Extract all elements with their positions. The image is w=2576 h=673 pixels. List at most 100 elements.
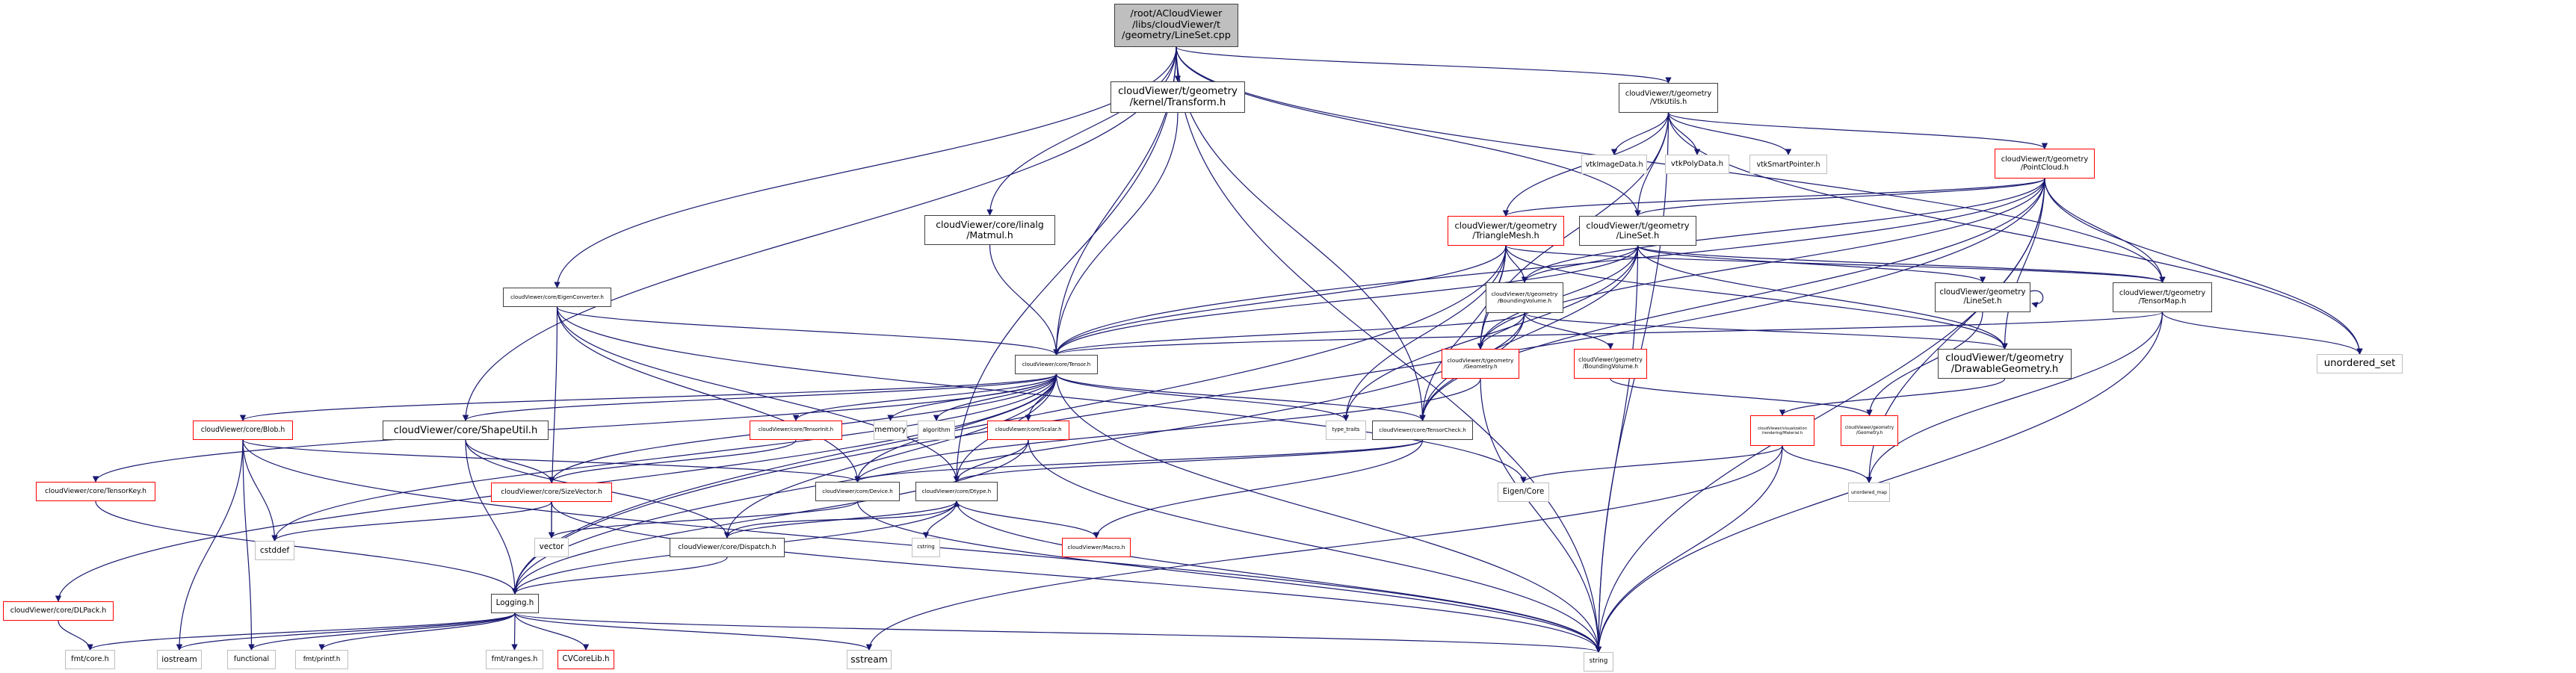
node-label-line: type_traits bbox=[1332, 427, 1360, 433]
node-label-line: unordered_set bbox=[2323, 358, 2396, 370]
edge-tensorinit-to-sizevector bbox=[548, 439, 797, 483]
node-root: /root/ACloudViewer/libs/cloudViewer/t/ge… bbox=[1114, 4, 1238, 47]
node-label-line: vtkImageData.h bbox=[1585, 160, 1643, 169]
node-label-line: /TensorMap.h bbox=[2138, 297, 2187, 306]
edge-scalar-to-dtype bbox=[953, 439, 1029, 483]
node-label-line: vector bbox=[539, 542, 564, 552]
edge-blob-to-functional bbox=[242, 439, 255, 651]
node-tensor[interactable]: cloudViewer/core/Tensor.h bbox=[1015, 355, 1098, 374]
node-dtype[interactable]: cloudViewer/core/Dtype.h bbox=[915, 482, 998, 501]
node-vtkutils[interactable]: cloudViewer/t/geometry/VtkUtils.h bbox=[1619, 83, 1718, 113]
edge-pointcloud-to-unordered_set bbox=[2044, 178, 2363, 355]
node-sizevector[interactable]: cloudViewer/core/SizeVector.h bbox=[491, 483, 612, 502]
node-label-line: cloudViewer/t/geometry bbox=[1625, 89, 1712, 98]
node-fmtprintf: fmt/printf.h bbox=[295, 650, 348, 669]
node-algorithm: algorithm bbox=[918, 421, 955, 440]
node-tensorcheck[interactable]: cloudViewer/core/TensorCheck.h bbox=[1372, 421, 1473, 440]
edge-tensorcheck-to-device bbox=[854, 439, 1424, 483]
node-label-line: /Geometry.h bbox=[1856, 430, 1883, 435]
node-label-line: /TriangleMesh.h bbox=[1472, 230, 1539, 241]
node-label-line: cloudViewer/t/geometry bbox=[2119, 288, 2206, 297]
node-tensormap[interactable]: cloudViewer/t/geometry/TensorMap.h bbox=[2113, 282, 2212, 312]
edge-sizevector-to-cstddef bbox=[271, 501, 552, 542]
node-label-line: cstring bbox=[917, 544, 935, 551]
node-material[interactable]: cloudViewer/visualization/rendering/Mate… bbox=[1750, 415, 1814, 446]
node-pointcloud[interactable]: cloudViewer/t/geometry/PointCloud.h bbox=[1995, 149, 2095, 179]
node-label-line: /LineSet.h bbox=[1963, 297, 2002, 306]
node-label-line: /rendering/Material.h bbox=[1761, 430, 1803, 435]
node-glineset[interactable]: cloudViewer/geometry/LineSet.h bbox=[1935, 282, 2030, 312]
node-matmul[interactable]: cloudViewer/core/linalg/Matmul.h bbox=[924, 215, 1055, 245]
node-scalar[interactable]: cloudViewer/core/Scalar.h bbox=[987, 421, 1069, 440]
edge-transform-to-tensor bbox=[1053, 112, 1179, 356]
edge-device-to-string bbox=[856, 500, 1602, 653]
node-tensorkey[interactable]: cloudViewer/core/TensorKey.h bbox=[36, 482, 155, 501]
node-eigencore: Eigen/Core bbox=[1498, 483, 1549, 502]
node-functional: functional bbox=[227, 650, 276, 669]
node-gboundingvolume[interactable]: cloudViewer/geometry/BoundingVolume.h bbox=[1574, 349, 1647, 379]
edge-drawable-to-material bbox=[1779, 378, 2006, 416]
node-label-line: cstddef bbox=[259, 545, 290, 555]
edge-logging-to-iostream bbox=[176, 612, 516, 651]
node-label-line: cloudViewer/core/Tensor.h bbox=[1022, 362, 1091, 367]
node-ggeometry[interactable]: cloudViewer/geometry/Geometry.h bbox=[1841, 415, 1898, 446]
node-label-line: cloudViewer/geometry bbox=[1844, 425, 1894, 430]
node-label-line: /kernel/Transform.h bbox=[1129, 97, 1226, 108]
edge-vtkutils-to-vtksmartpointer bbox=[1667, 112, 1792, 155]
edge-tensormap-to-string bbox=[1595, 311, 2163, 653]
node-transform[interactable]: cloudViewer/t/geometry/kernel/Transform.… bbox=[1111, 81, 1245, 113]
node-label-line: cloudViewer/geometry bbox=[1939, 288, 2026, 297]
node-tgeometry[interactable]: cloudViewer/t/geometry/Geometry.h bbox=[1442, 349, 1519, 379]
edge-pointcloud-to-tensormap bbox=[2044, 178, 2166, 283]
node-shapeutil[interactable]: cloudViewer/core/ShapeUtil.h bbox=[383, 421, 549, 440]
node-label-line: cloudViewer/visualization bbox=[1758, 426, 1807, 431]
edge-shapeutil-to-logging bbox=[465, 439, 519, 595]
node-label-line: fmt/ranges.h bbox=[491, 655, 538, 664]
edge-trianglemesh-to-drawable bbox=[1505, 245, 2008, 350]
node-vtkimagedata: vtkImageData.h bbox=[1581, 155, 1647, 174]
edge-tensor-to-algorithm bbox=[933, 373, 1057, 421]
node-eigenconverter[interactable]: cloudViewer/core/EigenConverter.h bbox=[503, 288, 611, 307]
node-drawable[interactable]: cloudViewer/t/geometry/DrawableGeometry.… bbox=[1938, 349, 2072, 379]
node-label-line: cloudViewer/t/geometry bbox=[1118, 85, 1238, 97]
edge-scalar-to-logging bbox=[511, 439, 1029, 595]
node-tlineset[interactable]: cloudViewer/t/geometry/LineSet.h bbox=[1579, 216, 1696, 246]
edge-logging-to-fmtranges bbox=[511, 612, 518, 651]
node-label-line: fmt/printf.h bbox=[303, 655, 341, 663]
node-logging[interactable]: Logging.h bbox=[491, 594, 539, 613]
edge-material-to-string bbox=[1595, 445, 1783, 653]
edge-blob-to-cstddef bbox=[242, 439, 278, 542]
edge-tlineset-to-glineset bbox=[1637, 245, 1986, 283]
node-memory: memory bbox=[874, 421, 907, 440]
node-cvcorelib[interactable]: CVCoreLib.h bbox=[557, 650, 614, 669]
node-dispatch[interactable]: cloudViewer/core/Dispatch.h bbox=[670, 538, 785, 557]
edge-tlineset-to-tboundingvolume bbox=[1521, 245, 1639, 283]
node-tensorinit[interactable]: cloudViewer/core/TensorInit.h bbox=[750, 421, 842, 440]
edge-trianglemesh-to-type_traits bbox=[1342, 245, 1507, 421]
edge-tboundingvolume-to-drawable bbox=[1524, 312, 2008, 350]
edge-tlineset-to-tensormap bbox=[1637, 245, 2166, 283]
node-label-line: CVCoreLib.h bbox=[562, 654, 610, 664]
node-vtksmartpointer: vtkSmartPointer.h bbox=[1749, 155, 1827, 174]
node-label-line: cloudViewer/core/Dispatch.h bbox=[678, 542, 776, 551]
node-macro[interactable]: cloudViewer/Macro.h bbox=[1062, 538, 1131, 557]
node-fmtranges: fmt/ranges.h bbox=[486, 650, 543, 669]
edge-material-to-sstream bbox=[865, 445, 1783, 651]
node-blob[interactable]: cloudViewer/core/Blob.h bbox=[193, 421, 293, 440]
node-label-line: unordered_map bbox=[1850, 489, 1888, 495]
edge-dtype-to-cstring bbox=[922, 500, 957, 539]
node-label-line: vtkSmartPointer.h bbox=[1756, 160, 1820, 169]
node-trianglemesh[interactable]: cloudViewer/t/geometry/TriangleMesh.h bbox=[1448, 216, 1564, 246]
node-label-line: cloudViewer/core/EigenConverter.h bbox=[510, 293, 604, 300]
node-label-line: cloudViewer/core/SizeVector.h bbox=[501, 488, 602, 496]
node-label-line: cloudViewer/t/geometry bbox=[1454, 220, 1557, 231]
node-device[interactable]: cloudViewer/core/Device.h bbox=[815, 482, 900, 501]
edge-pointcloud-to-string bbox=[1595, 178, 2045, 653]
edge-vtkutils-to-vtkimagedata bbox=[1610, 112, 1670, 155]
node-label-line: /Geometry.h bbox=[1463, 363, 1498, 370]
node-tboundingvolume[interactable]: cloudViewer/t/geometry/BoundingVolume.h bbox=[1486, 282, 1563, 313]
node-dlpack[interactable]: cloudViewer/core/DLPack.h bbox=[3, 601, 114, 621]
edge-pointcloud-to-logging bbox=[511, 178, 2045, 595]
node-label-line: /PointCloud.h bbox=[2020, 164, 2069, 172]
edge-pointcloud-to-trianglemesh bbox=[1503, 178, 2045, 217]
